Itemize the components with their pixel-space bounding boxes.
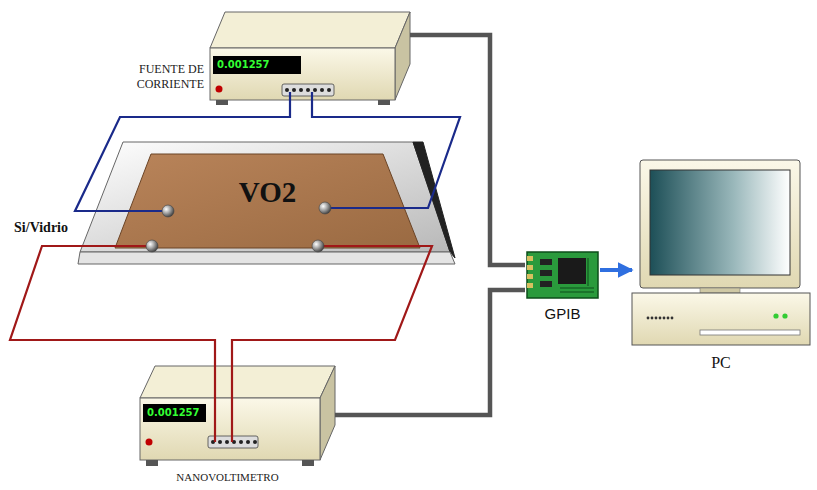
nanovoltmeter-body [140,366,335,466]
film-label: VO2 [113,176,422,209]
nanovoltmeter: 0.001257NANOVOLTIMETRO [140,366,335,466]
gpib-cable [335,290,525,415]
current-wire [312,105,460,208]
vo2-film: VO2 [113,152,422,252]
contact-pad [146,202,331,252]
gpib-cable [410,35,525,265]
current-source: FUENTE DE CORRIENTE0.001257 [210,10,410,105]
computer-label: PC [632,354,810,372]
substrate-plate: Si/VidrioVO2 [78,140,455,268]
computer: PC [632,160,810,345]
instrument-label: FUENTE DE CORRIENTE [108,62,204,92]
substrate-label: Si/Vidrio [14,220,68,236]
display-reading: 0.001257 [143,404,206,422]
instrument-label: NANOVOLTIMETRO [130,471,325,483]
data-arrow [600,268,632,272]
outline-face [80,142,450,252]
voltage-wire [232,246,432,366]
display-reading: 0.001257 [213,56,301,74]
card-label: GPIB [515,305,610,322]
wire-stub [113,92,422,442]
outline-face [413,142,455,258]
gpib-card: GPIB [525,250,600,300]
computer-body [632,160,810,345]
outline-face [78,252,455,264]
gpib-card-board [527,252,598,298]
current-source-body [210,12,410,105]
current-wire [75,105,290,211]
voltage-wire [10,246,215,366]
